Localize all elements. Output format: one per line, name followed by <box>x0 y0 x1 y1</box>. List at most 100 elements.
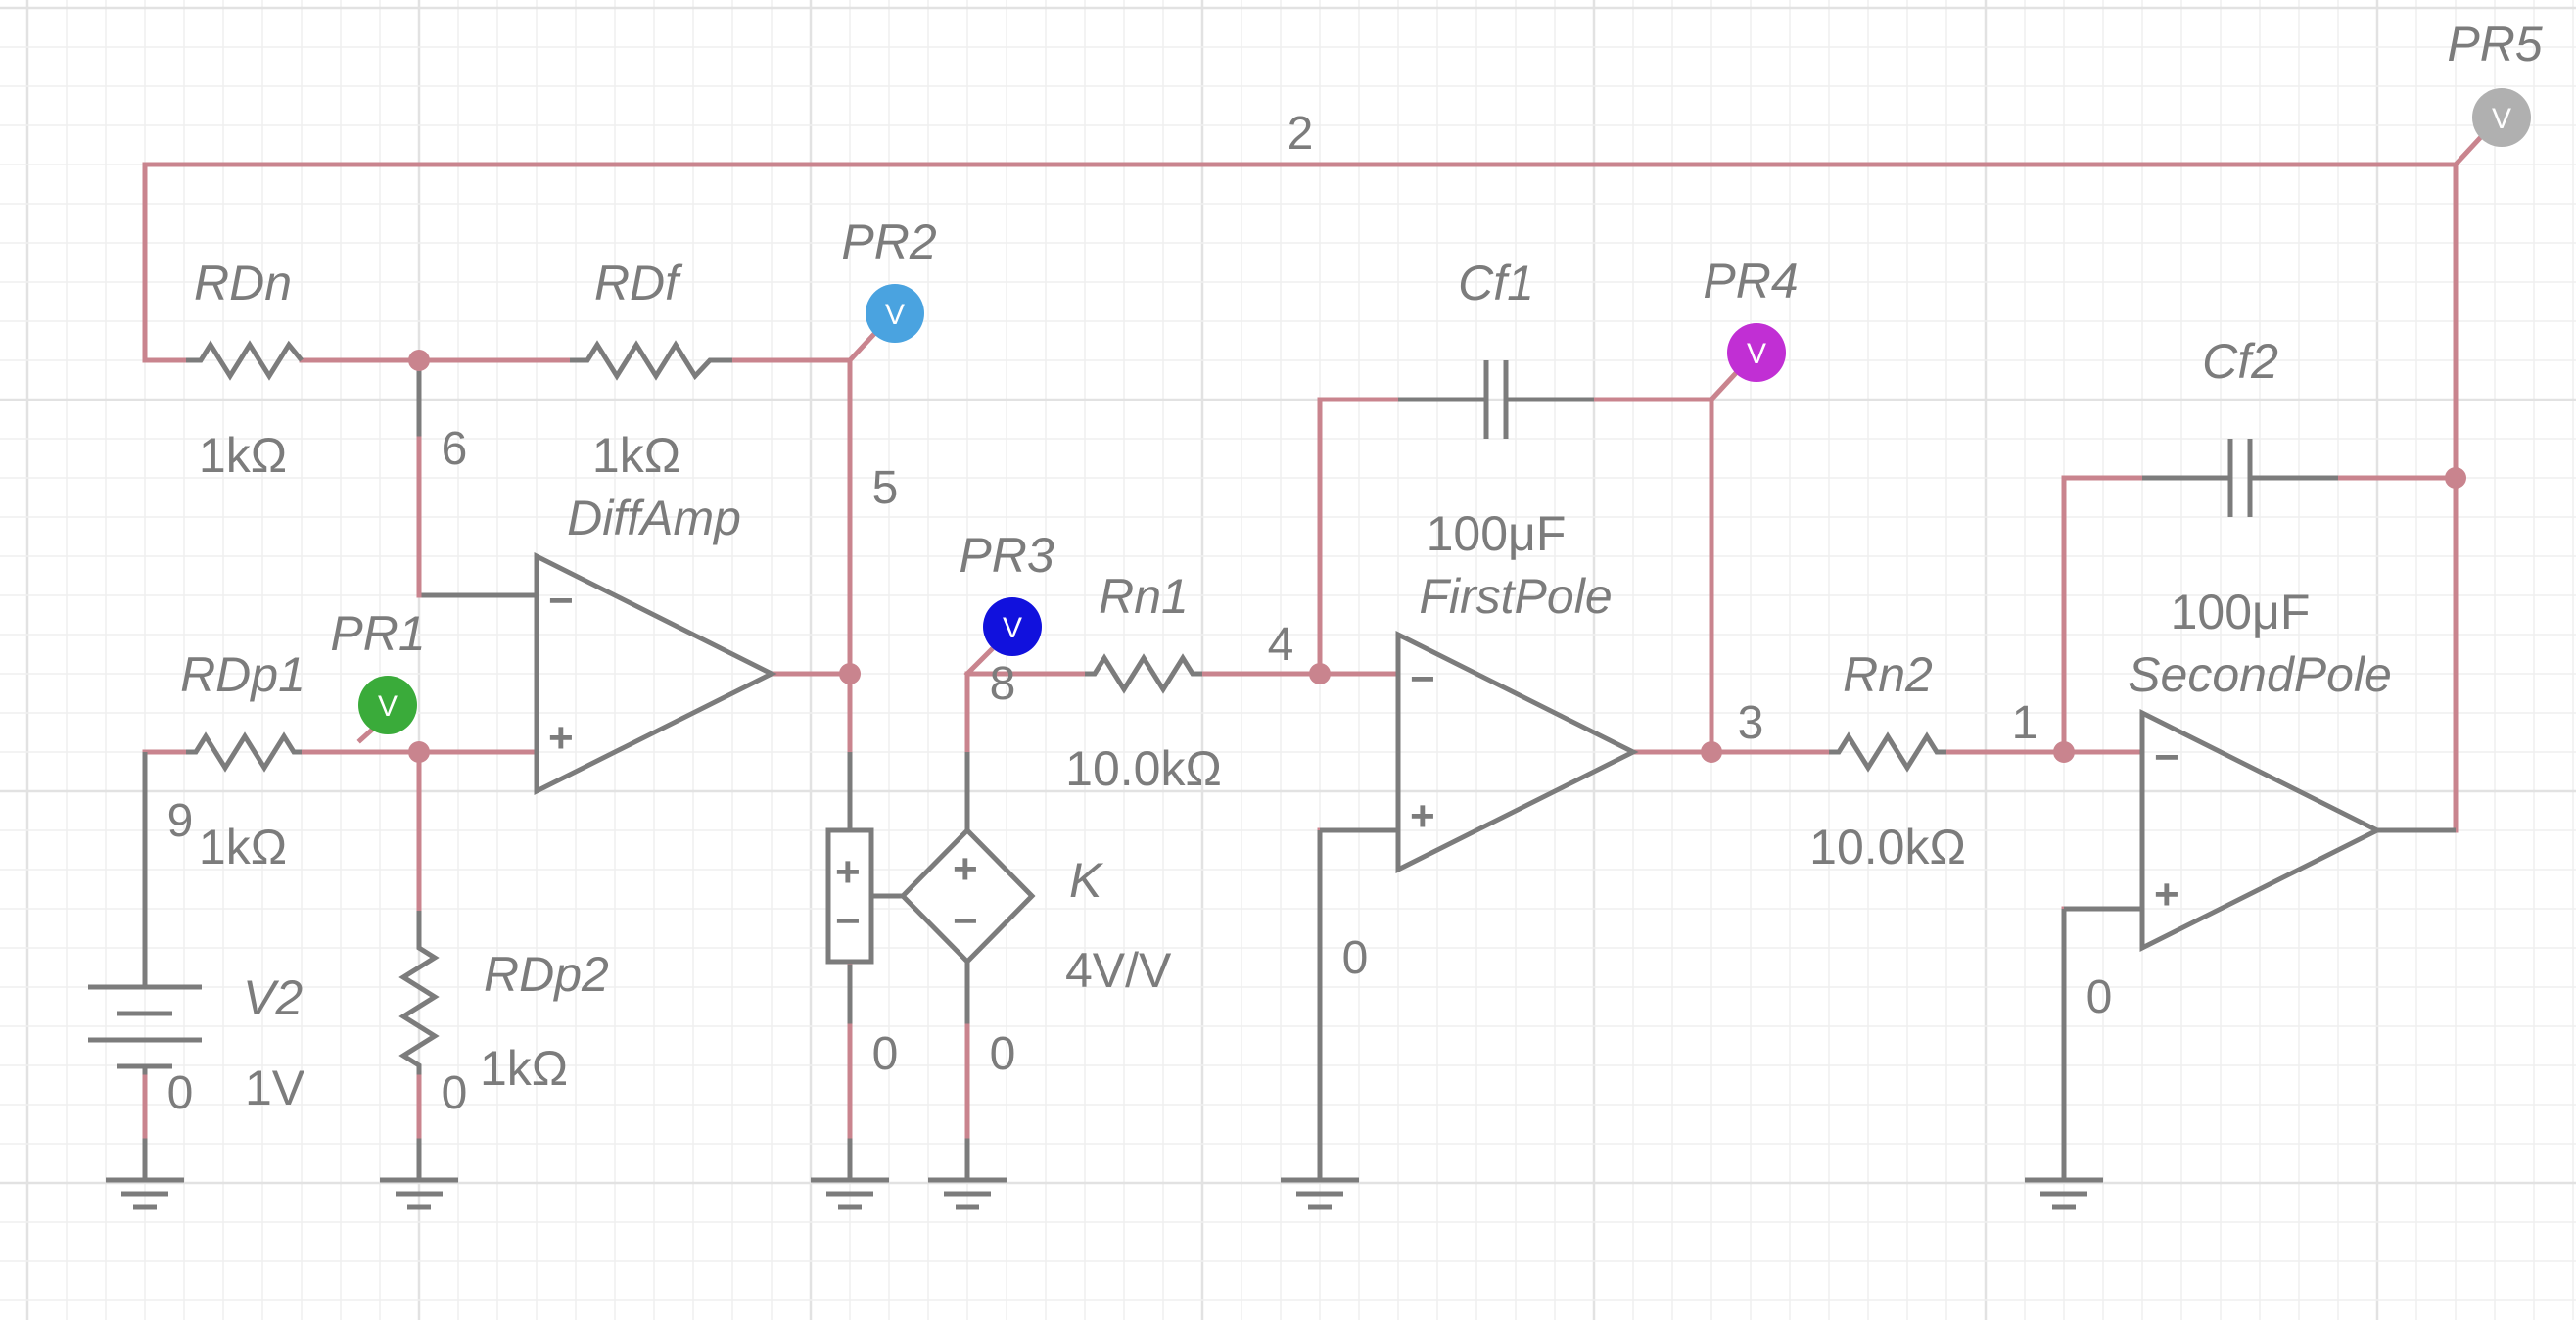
wire-pr1-net[interactable] <box>299 749 539 914</box>
junction-net-6 <box>408 350 430 371</box>
opamp-firstpole[interactable]: − + <box>1395 630 1639 874</box>
wire-net-2-top[interactable] <box>142 162 2459 481</box>
net-label-gnd-v2: 0 <box>167 1067 194 1119</box>
v2-name: V2 <box>243 970 303 1025</box>
junction-net-4 <box>1309 663 1331 684</box>
ground-symbol-sp <box>2025 909 2103 1210</box>
wire-net-1[interactable] <box>1944 475 2145 755</box>
k-plus-sign: + <box>953 845 978 893</box>
pr4-name: PR4 <box>1703 254 1798 308</box>
probe-pr1-icon[interactable] <box>358 676 417 734</box>
net-label-gnd-rdp2: 0 <box>442 1067 468 1119</box>
probe-pr2-icon[interactable] <box>866 284 924 343</box>
battery-v2[interactable] <box>88 950 202 1077</box>
capacitor-cf2[interactable] <box>2142 439 2338 517</box>
rdp2-name: RDp2 <box>484 947 609 1002</box>
voltage-source-diffamp-out[interactable]: + − <box>825 827 903 965</box>
firstpole-name: FirstPole <box>1419 569 1612 624</box>
rdp1-name: RDp1 <box>180 647 305 702</box>
rdp1-value: 1kΩ <box>199 820 287 874</box>
rn1-value: 10.0kΩ <box>1065 741 1222 796</box>
ground-symbol-fp <box>1281 830 1359 1210</box>
junction-pr1 <box>408 741 430 763</box>
probe-pr5[interactable]: V <box>2472 88 2531 147</box>
net-label-gnd-vs: 0 <box>872 1028 899 1080</box>
wire-net-9[interactable] <box>142 749 189 953</box>
svg-text:V: V <box>1003 612 1022 644</box>
net-label-1: 1 <box>2012 697 2038 749</box>
net-label-4: 4 <box>1268 619 1294 671</box>
junctions <box>408 350 2466 763</box>
probe-pr1[interactable]: V <box>358 676 417 734</box>
cf2-value: 100μF <box>2171 585 2311 639</box>
diffamp-plus-sign: + <box>548 714 574 762</box>
pr2-name: PR2 <box>841 214 936 269</box>
rdn-value: 1kΩ <box>199 428 287 483</box>
secondpole-minus-sign: − <box>2154 733 2179 781</box>
k-name: K <box>1069 853 1104 908</box>
k-value: 4V/V <box>1065 943 1172 998</box>
opamp-diffamp[interactable]: − + <box>534 551 777 796</box>
rdf-name: RDf <box>594 256 683 310</box>
firstpole-plus-sign: + <box>1410 792 1435 840</box>
wire-overlays <box>142 436 970 1139</box>
rdf-value: 1kΩ <box>592 428 680 483</box>
wire-net-8[interactable] <box>963 646 1088 755</box>
junction-net-3 <box>1701 741 1722 763</box>
net-label-6: 6 <box>442 423 468 475</box>
wire-pr2-lead[interactable] <box>846 331 877 364</box>
resistor-rdp2[interactable] <box>398 911 440 1077</box>
net-label-gnd-fp: 0 <box>1342 932 1369 984</box>
net-label-3: 3 <box>1738 697 1764 749</box>
junction-net-2 <box>2445 467 2466 489</box>
svg-text:V: V <box>885 299 905 331</box>
k-minus-sign: − <box>953 897 978 945</box>
probe-pr5-icon[interactable] <box>2472 88 2531 147</box>
vs-minus-sign: − <box>835 897 861 945</box>
probe-pr4[interactable]: V <box>1727 323 1786 382</box>
rdp2-value: 1kΩ <box>480 1041 568 1096</box>
rdn-name: RDn <box>194 256 292 310</box>
resistor-rn2[interactable] <box>1829 731 1946 773</box>
cf1-name: Cf1 <box>1458 256 1534 310</box>
cf2-name: Cf2 <box>2202 334 2278 389</box>
probe-pr3-icon[interactable] <box>983 597 1042 656</box>
net-label-5: 5 <box>872 462 899 514</box>
resistor-rdp1[interactable] <box>186 731 302 773</box>
wire-pr5-lead[interactable] <box>2452 135 2483 168</box>
resistor-rn1[interactable] <box>1085 653 1202 694</box>
net-label-8: 8 <box>990 658 1016 710</box>
svg-text:V: V <box>2492 103 2511 135</box>
resistor-rdn[interactable] <box>186 340 304 381</box>
probe-pr2[interactable]: V <box>866 284 924 343</box>
dependent-source-k[interactable]: + − <box>899 826 1036 1026</box>
firstpole-minus-sign: − <box>1410 655 1435 703</box>
diffamp-name: DiffAmp <box>567 491 741 545</box>
net-label-2: 2 <box>1288 108 1314 160</box>
probe-pr3[interactable]: V <box>983 597 1042 656</box>
net-label-gnd-k: 0 <box>990 1028 1016 1080</box>
rn2-name: Rn2 <box>1843 647 1933 702</box>
pr3-name: PR3 <box>959 528 1054 583</box>
opamp-secondpole[interactable]: − + <box>2139 708 2383 953</box>
net-label-gnd-sp: 0 <box>2086 971 2113 1023</box>
labels: RDn 1kΩ RDf 1kΩ DiffAmp RDp1 1kΩ RDp2 1k… <box>167 17 2543 1119</box>
rn2-value: 10.0kΩ <box>1809 820 1966 874</box>
svg-text:V: V <box>1747 338 1766 370</box>
vs-plus-sign: + <box>835 848 861 896</box>
net-label-9: 9 <box>167 795 194 847</box>
wire-net-4[interactable] <box>1199 397 1401 677</box>
diffamp-minus-sign: − <box>548 577 574 625</box>
component-leads <box>142 360 2456 1026</box>
capacitor-cf1[interactable] <box>1398 360 1594 439</box>
rn1-name: Rn1 <box>1099 569 1189 624</box>
resistor-rdf[interactable] <box>570 340 732 381</box>
cf1-value: 100μF <box>1427 506 1567 561</box>
wire-pr4-lead[interactable] <box>1708 370 1739 403</box>
secondpole-plus-sign: + <box>2154 871 2179 919</box>
wire-net-3[interactable] <box>1591 397 1832 755</box>
pr5-name: PR5 <box>2447 17 2542 71</box>
probe-pr4-icon[interactable] <box>1727 323 1786 382</box>
pr1-name: PR1 <box>330 606 425 661</box>
